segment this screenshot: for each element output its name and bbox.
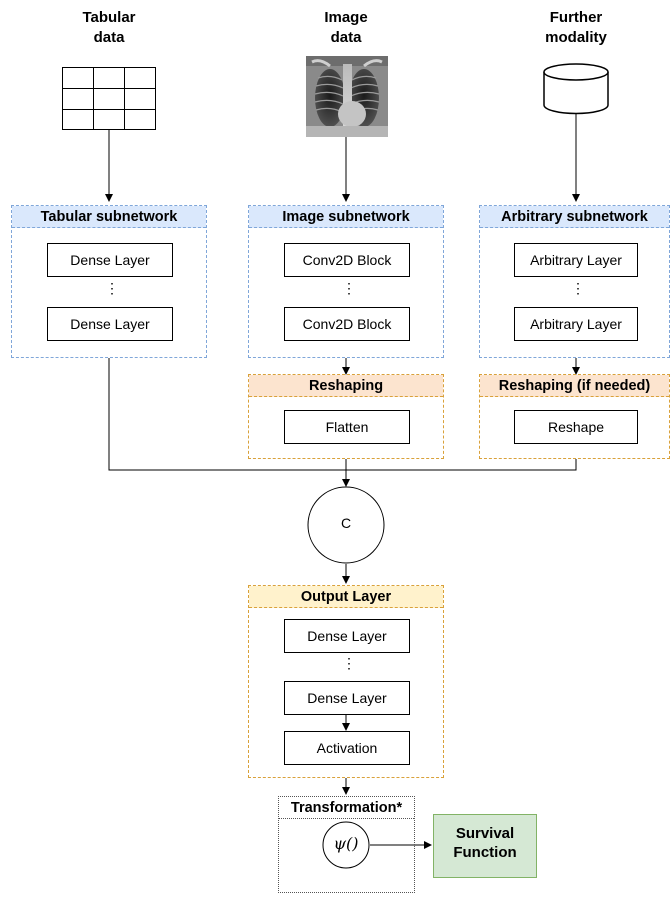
arbitrary-subnetwork-title: Arbitrary subnetwork: [480, 206, 669, 228]
concatenation-label: C: [340, 515, 352, 531]
reshaping-title: Reshaping: [249, 375, 443, 397]
output-dense-layer-1: Dense Layer: [284, 619, 410, 653]
concatenation-node: [307, 486, 385, 564]
tabular-subnetwork-panel: Tabular subnetwork Dense Layer ⋮ Dense L…: [11, 205, 207, 358]
arbitrary-layer-2: Arbitrary Layer: [514, 307, 638, 341]
reshape-layer: Reshape: [514, 410, 638, 444]
table-grid-icon: [62, 67, 156, 130]
image-conv2d-block-2: Conv2D Block: [284, 307, 410, 341]
survival-label-line1: Survival: [455, 825, 515, 842]
image-subnetwork-title: Image subnetwork: [249, 206, 443, 228]
arbitrary-subnetwork-panel: Arbitrary subnetwork Arbitrary Layer ⋮ A…: [479, 205, 670, 358]
reshaping-panel: Reshaping Flatten: [248, 374, 444, 459]
image-subnetwork-panel: Image subnetwork Conv2D Block ⋮ Conv2D B…: [248, 205, 444, 358]
tabular-subnetwork-title: Tabular subnetwork: [12, 206, 206, 228]
tabular-dense-layer-1: Dense Layer: [47, 243, 173, 277]
chest-xray-image: [306, 56, 388, 137]
transformation-panel: Transformation*: [278, 796, 415, 893]
reshaping-if-needed-title: Reshaping (if needed): [480, 375, 669, 397]
flatten-layer: Flatten: [284, 410, 410, 444]
psi-function-node: [322, 821, 370, 869]
image-conv2d-block-1: Conv2D Block: [284, 243, 410, 277]
tabular-dense-layer-2: Dense Layer: [47, 307, 173, 341]
database-cylinder-icon: [543, 63, 609, 115]
reshaping-if-needed-panel: Reshaping (if needed) Reshape: [479, 374, 670, 459]
psi-function-label: ψ(): [333, 834, 359, 853]
merge-line: [108, 358, 577, 471]
output-layer-panel: Output Layer Dense Layer ⋮ Dense Layer A…: [248, 585, 444, 778]
activation-layer: Activation: [284, 731, 410, 765]
survival-function-box: Survival Function: [433, 814, 537, 878]
output-dense-layer-2: Dense Layer: [284, 681, 410, 715]
transformation-title: Transformation*: [279, 797, 414, 819]
output-ellipsis: ⋮: [342, 655, 356, 671]
image-ellipsis: ⋮: [342, 280, 356, 296]
arbitrary-layer-1: Arbitrary Layer: [514, 243, 638, 277]
tabular-ellipsis: ⋮: [105, 280, 119, 296]
arbitrary-ellipsis: ⋮: [571, 280, 585, 296]
output-layer-title: Output Layer: [249, 586, 443, 608]
survival-label-line2: Function: [453, 844, 517, 861]
